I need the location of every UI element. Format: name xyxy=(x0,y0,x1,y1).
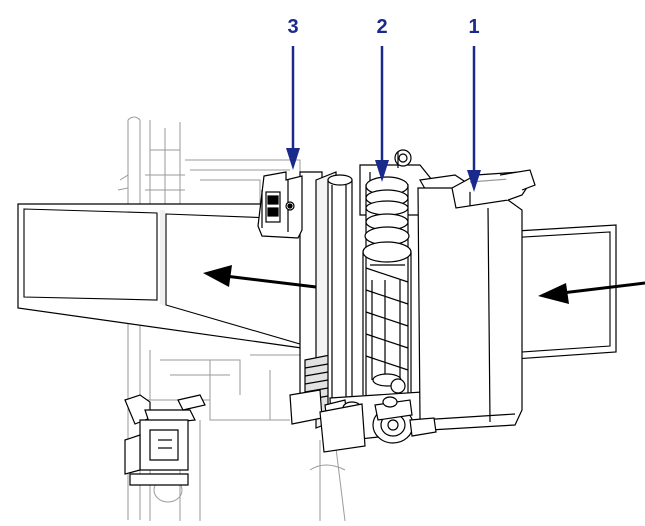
callout-number-3: 3 xyxy=(287,16,299,38)
platen-roller xyxy=(327,174,353,406)
media-sensor-bracket xyxy=(257,171,303,239)
callout-pointer-arrow-2 xyxy=(375,46,389,182)
callout-number-1: 1 xyxy=(468,16,480,38)
media-feed-direction-arrow-left xyxy=(203,265,317,289)
ribbon-roller xyxy=(362,176,412,401)
media-labels-exiting xyxy=(17,203,331,353)
callout-pointer-arrow-3 xyxy=(286,46,300,170)
lower-roller-assembly xyxy=(319,391,426,453)
media-guide-latch xyxy=(124,394,206,486)
printhead-cover xyxy=(409,169,536,437)
media-feed-direction-arrow-right xyxy=(538,281,645,304)
printer-frame-background xyxy=(117,116,346,522)
callout-number-2: 2 xyxy=(376,16,388,38)
callout-pointer-arrow-1 xyxy=(467,46,481,192)
